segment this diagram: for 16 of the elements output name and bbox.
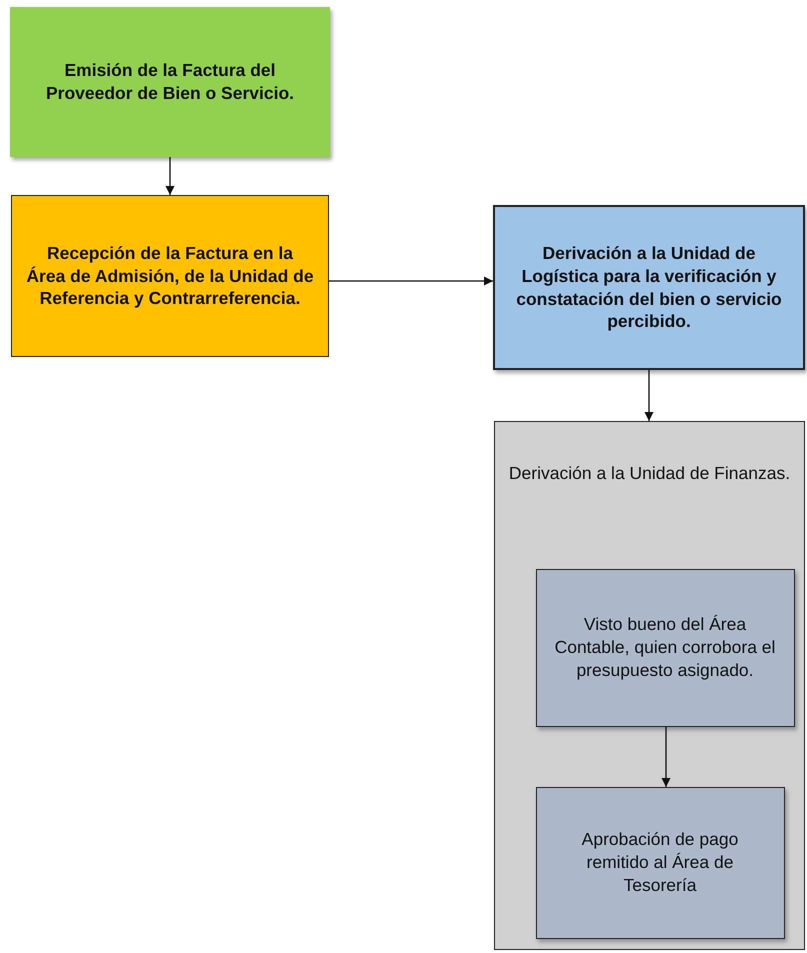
step-text: Visto bueno del Área Contable, quien corrobora el presupuesto asignado.	[554, 613, 776, 682]
step-text: Recepción de la Factura en la Área de Admisión, de la Unidad de Referencia y Contrarreferencia.	[26, 242, 314, 310]
process-box	[494, 421, 805, 950]
step-text: Aprobación de pago remitido al Área de Tesorería	[580, 828, 740, 897]
arrow	[644, 370, 654, 421]
arrow	[661, 727, 671, 787]
process-box	[10, 7, 330, 157]
step-text: Derivación a la Unidad de Finanzas.	[508, 462, 790, 485]
process-box	[493, 205, 805, 370]
step-text: Derivación a la Unidad de Logística para la verificación y constatación del bien o servicio percibido.	[515, 242, 783, 333]
arrow	[165, 157, 175, 195]
process-box	[536, 568, 794, 726]
process-box	[11, 195, 329, 357]
arrow	[329, 276, 493, 286]
step-text: Emisión de la Factura del Proveedor de Bien o Servicio.	[45, 59, 295, 105]
process-box	[536, 786, 784, 938]
